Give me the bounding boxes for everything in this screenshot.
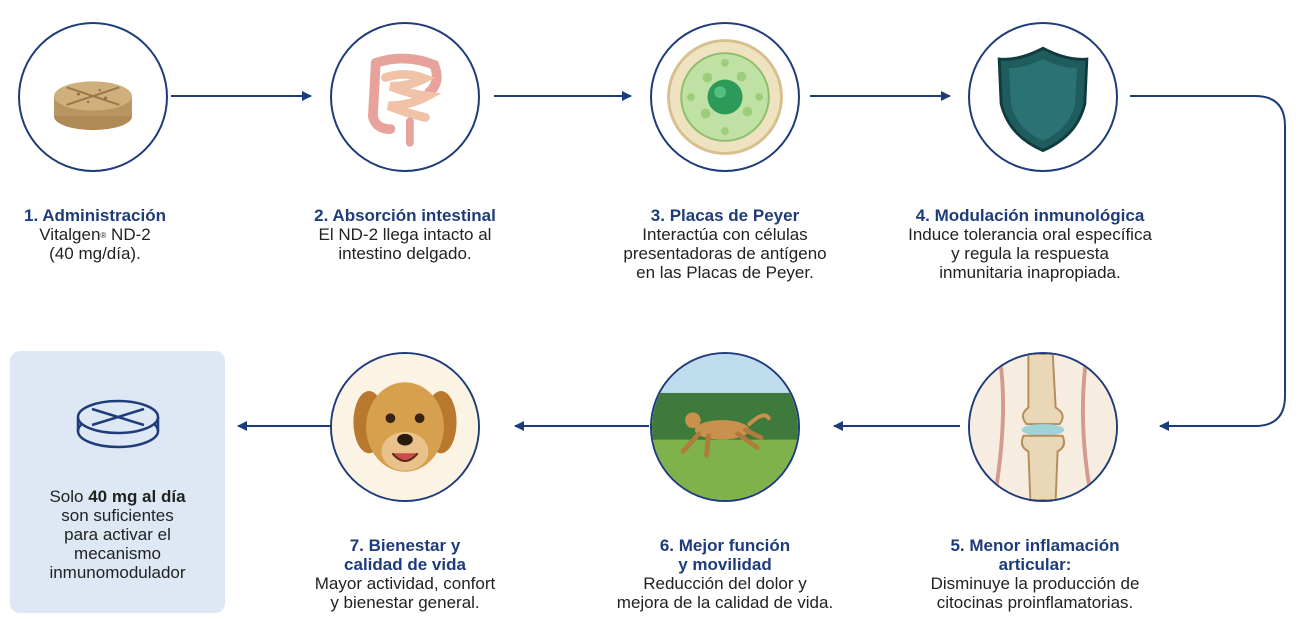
step-4-caption: 4. Modulación inmunológica Induce tolera… [890,206,1170,282]
step-6-circle [650,352,800,502]
step-6-caption: 6. Mejor función y movilidad Reducción d… [590,536,860,612]
step-2-desc: El ND-2 llega intacto al intestino delga… [318,225,492,263]
step-7-title: 7. Bienestar y calidad de vida [344,536,466,574]
step-2-caption: 2. Absorción intestinal El ND-2 llega in… [295,206,515,263]
step-5-desc: Disminuye la producción de citocinas pro… [930,574,1140,612]
knee-joint-icon [970,354,1116,500]
step-1-circle [18,22,168,172]
arrow-4-5 [1130,95,1286,431]
step-2-title: 2. Absorción intestinal [314,206,496,225]
step-7-caption: 7. Bienestar y calidad de vida Mayor act… [285,536,525,612]
step-4-desc: Induce tolerancia oral específica y regu… [908,225,1152,282]
step-1-caption: 1. Administración Vitalgen® ND-2 (40 mg/… [0,206,190,263]
step-5-title: 5. Menor inflamación articular: [950,536,1120,574]
step-3-circle [650,22,800,172]
step-6-title: 6. Mejor función y movilidad [659,536,791,574]
shield-icon [997,46,1089,153]
step-7-circle [330,352,480,502]
step-7-desc: Mayor actividad, confort y bienestar gen… [314,574,496,612]
dose-note-text: Solo 40 mg al día son suficientes para a… [49,487,186,582]
step-5-caption: 5. Menor inflamación articular: Disminuy… [905,536,1165,612]
peyer-patch-icon [667,39,783,155]
step-1-desc: Vitalgen® ND-2 (40 mg/día). [39,225,151,263]
step-3-caption: 3. Placas de Peyer Interactúa con célula… [605,206,845,282]
happy-dog-icon [332,354,478,500]
running-dog-icon [652,354,798,500]
step-4-title: 4. Modulación inmunológica [915,206,1145,225]
step-2-circle [330,22,480,172]
step-6-desc: Reducción del dolor y mejora de la calid… [616,574,834,612]
step-5-circle [968,352,1118,502]
dose-note-bold: 40 mg al día [88,487,186,506]
dose-note-box: Solo 40 mg al día son suficientes para a… [10,351,225,613]
step-3-title: 3. Placas de Peyer [650,206,800,225]
step-4-circle [968,22,1118,172]
intestine-icon [367,53,442,147]
tablet-icon [54,81,132,131]
step-3-desc: Interactúa con células presentadoras de … [623,225,827,282]
step-1-title: 1. Administración [23,206,166,225]
tablet-outline-icon [76,399,160,449]
